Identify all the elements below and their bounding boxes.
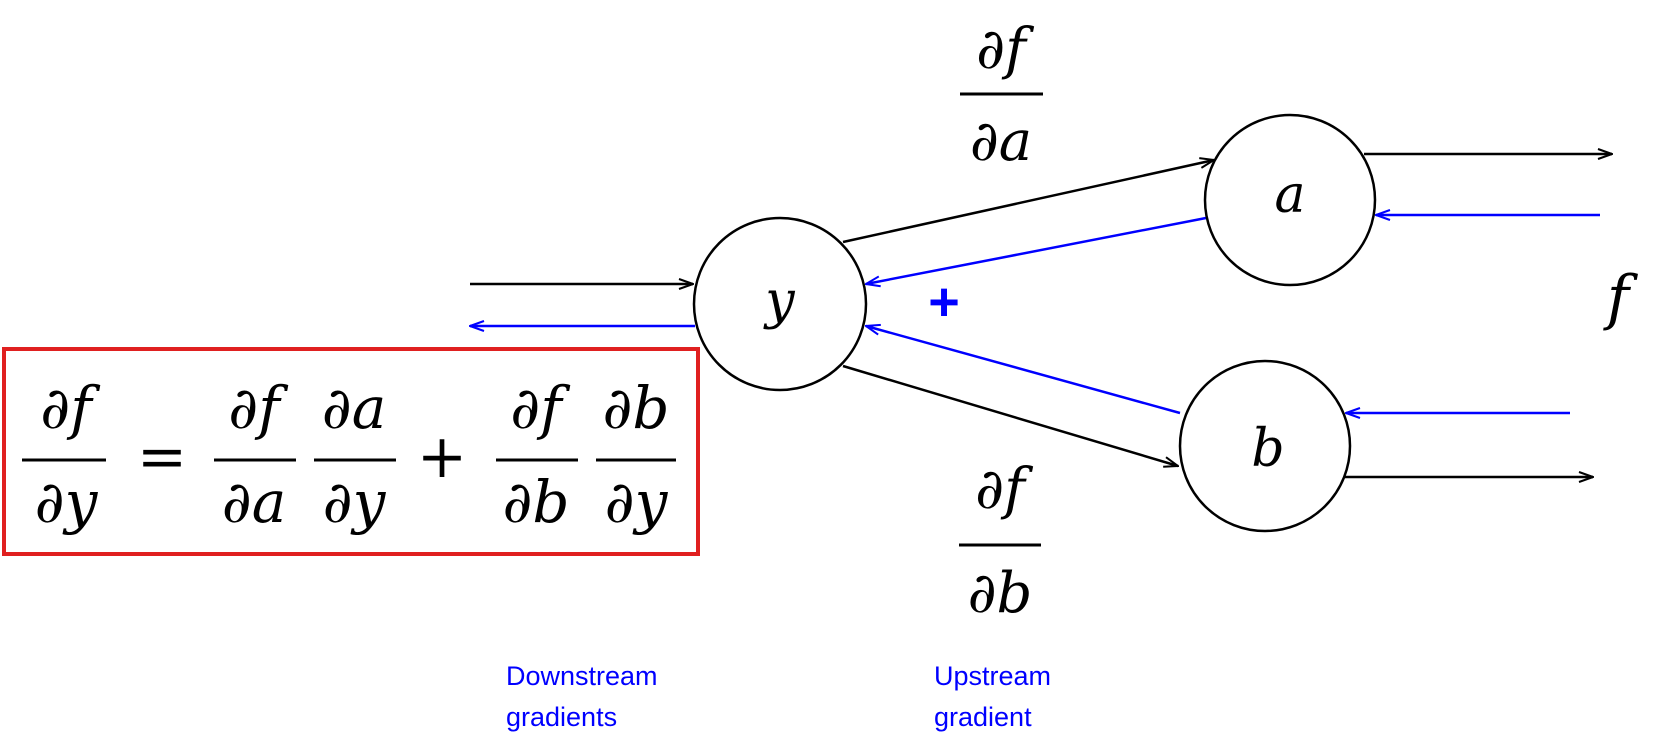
edge-label-df-da: ∂f ∂a <box>960 17 1043 174</box>
eq-term1-factor1-denominator: ∂a <box>222 468 287 536</box>
eq-plus: + <box>417 422 467 492</box>
eq-term2-factor2-numerator: ∂b <box>602 374 669 442</box>
eq-lhs-numerator: ∂f <box>40 374 101 442</box>
downstream-caption-line1: Downstream <box>506 661 658 691</box>
upstream-gradient-caption: Upstream gradient <box>934 661 1051 732</box>
gradient-a-to-y-arrow <box>866 216 1207 284</box>
node-b-label: b <box>1251 419 1284 479</box>
eq-term2-factor2-denominator: ∂y <box>605 468 669 536</box>
upstream-caption-line1: Upstream <box>934 661 1051 691</box>
node-a-label: a <box>1274 165 1305 225</box>
node-y-label: y <box>763 271 795 331</box>
edge-label-df-db-numerator: ∂f <box>975 457 1034 522</box>
edge-y-to-a <box>842 160 1214 244</box>
gradient-b-to-y-arrow <box>866 326 1181 415</box>
edge-label-df-da-denominator: ∂a <box>970 109 1032 174</box>
node-b <box>1178 359 1352 533</box>
eq-term1-factor2-numerator: ∂a <box>322 374 387 442</box>
eq-term2-factor1-denominator: ∂b <box>502 468 569 536</box>
downstream-caption-line2: gradients <box>506 702 617 732</box>
chain-rule-equation: ∂f ∂y = ∂f ∂a ∂a ∂y + ∂f ∂b ∂b ∂y <box>2 347 700 556</box>
upstream-caption-line2: gradient <box>934 702 1032 732</box>
edge-y-to-b <box>842 364 1178 466</box>
edge-label-df-db-denominator: ∂b <box>968 561 1033 626</box>
eq-term1-factor1-numerator: ∂f <box>228 374 289 442</box>
output-f-label: f <box>1603 263 1639 333</box>
edge-label-df-db: ∂f ∂b <box>959 457 1041 626</box>
node-y <box>692 216 868 392</box>
eq-term2-factor1-numerator: ∂f <box>510 374 571 442</box>
downstream-gradients-caption: Downstream gradients <box>506 661 658 732</box>
eq-lhs-denominator: ∂y <box>35 468 99 536</box>
edge-label-df-da-numerator: ∂f <box>976 17 1035 82</box>
eq-term1-factor2-denominator: ∂y <box>323 468 387 536</box>
node-a <box>1203 113 1377 287</box>
gradient-sum-plus: + <box>928 272 960 332</box>
equation-box <box>2 347 700 556</box>
eq-equals: = <box>137 422 187 492</box>
